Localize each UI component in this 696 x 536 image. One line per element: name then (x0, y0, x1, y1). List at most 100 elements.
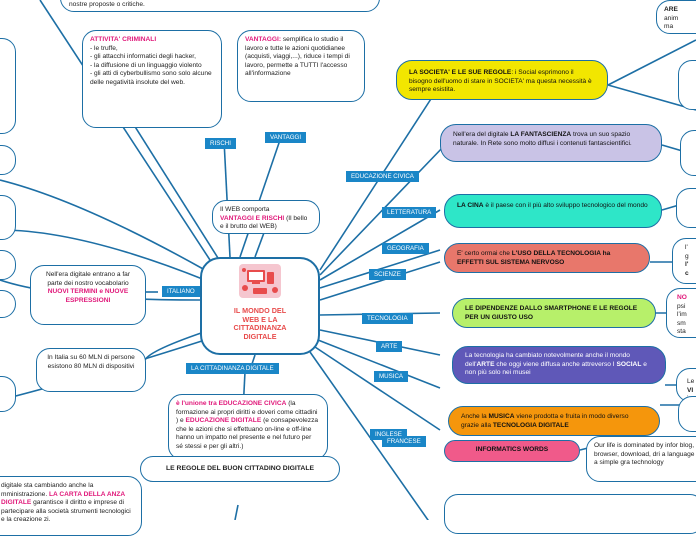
label-letteratura[interactable]: LETTERATURA (382, 207, 437, 219)
musica-text-1: Anche la (461, 413, 489, 420)
francese-cut-node[interactable] (444, 494, 696, 534)
musica-text-4: TECNOLOGIA DIGITALE (492, 421, 569, 429)
right-cut-text-3: ma (664, 23, 674, 31)
digital-devices-icon (239, 264, 281, 298)
cittadinanza-text-2: (la formazione ai propri diritti e dover… (176, 400, 318, 425)
label-italiano[interactable]: ITALIANO (162, 286, 200, 298)
scienze-effetti-node[interactable]: E' certo ormai che L'USO DELLA TECNOLOGI… (444, 243, 650, 273)
right-cut-text-10: l'im (677, 311, 687, 319)
central-topic-title: IL MONDO DEL WEB E LA CITTADINANZA DIGIT… (202, 306, 318, 342)
societa-text-1: LA SOCIETA' E LE SUE REGOLE (409, 69, 512, 76)
right-cut-box-6[interactable]: NO psi l'im sm sta (666, 288, 696, 338)
right-cut-text-1: ARE (664, 6, 678, 13)
right-cut-text-14: VI (687, 386, 694, 394)
smartphone-node[interactable]: LE DIPENDENZE DALLO SMARTPHONE E LE REGO… (452, 298, 656, 328)
label-rischi[interactable]: RISCHI (205, 138, 236, 150)
label-vantaggi[interactable]: VANTAGGI (265, 132, 307, 144)
arte-node[interactable]: La tecnologia ha cambiato notevolmente a… (452, 346, 666, 384)
web-comporta-text-3: (Il bello e il brutto del WEB) (220, 214, 308, 231)
fantascienza-text-3: trova un suo spazio naturale. In Rete so… (453, 131, 632, 147)
right-cut-text-6: l' (685, 261, 689, 269)
right-cut-box-4[interactable] (676, 188, 696, 228)
informatics-description-node[interactable]: Our life is dominated by infor blog, bro… (586, 436, 696, 482)
musica-text-3: viene prodotta e fruita in modo diverso … (461, 413, 629, 429)
cittadinanza-text-4: (e consapevolezza che le azioni che si e… (176, 417, 319, 450)
carta-text-1: digitale sta cambiando anche la mministr… (1, 482, 94, 498)
italiano-text-2: NUOVI TERMINI e NUOVE ESPRESSIONI (47, 288, 129, 304)
regole-cittadino-text: LE REGOLE DEL BUON CITTADINO DIGITALE (165, 465, 315, 472)
central-title-line-1: IL MONDO DEL (233, 306, 287, 315)
right-cut-text-5: g (685, 252, 689, 260)
label-cittadinanza-digitale[interactable]: LA CITTADINANZA DIGITALE (186, 363, 279, 375)
fantascienza-text-1: Nell'era del digitale (453, 131, 511, 138)
informatics-words-node[interactable]: INFORMATICS WORDS (444, 440, 580, 462)
musica-text-2: MUSICA (488, 413, 515, 420)
societa-text-2: : i Social esprimono il bisogno dell'uom… (409, 69, 592, 94)
top-cut-node[interactable]: nostre proposte o critiche. (60, 0, 380, 12)
central-title-line-4: DIGITALE (243, 331, 277, 341)
arte-text-4: SOCIAL (616, 360, 642, 368)
smartphone-text: LE DIPENDENZE DALLO SMARTPHONE E LE REGO… (465, 305, 638, 321)
top-cut-text: nostre proposte o critiche. (69, 1, 145, 8)
label-scienze[interactable]: SCIENZE (369, 269, 406, 281)
carta-text-2: LA CARTA DELLA ANZA DIGITALE (1, 490, 125, 507)
central-topic[interactable]: IL MONDO DEL WEB E LA CITTADINANZA DIGIT… (200, 257, 320, 355)
arte-text-1: La tecnologia ha cambiato notevolmente a… (465, 352, 630, 368)
fantascienza-node[interactable]: Nell'era del digitale LA FANTASCIENZA tr… (440, 124, 662, 162)
right-cut-text-7: c (685, 269, 689, 277)
carta-cittadinanza-node[interactable]: digitale sta cambiando anche la mministr… (0, 476, 142, 536)
central-title-line-3: CITTADINANZA (233, 323, 287, 333)
cina-text-2: è il paese con il più alto sviluppo tecn… (483, 202, 648, 209)
italiano-node[interactable]: Nell'era digitale entrano a far parte de… (30, 265, 146, 325)
label-educazione-civica[interactable]: EDUCAZIONE CIVICA (346, 171, 419, 183)
italiano-text-1: Nell'era digitale entrano a far parte de… (45, 271, 131, 287)
cittadinanza-text-1: è l'unione tra EDUCAZIONE CIVICA (176, 400, 287, 407)
musica-node[interactable]: Anche la MUSICA viene prodotta e fruita … (448, 406, 660, 436)
left-cut-box-1[interactable] (0, 38, 16, 134)
italia-dispositivi-text: In Italia su 60 MLN di persone esistono … (47, 354, 135, 370)
right-cut-text-11: sm (677, 319, 686, 327)
arte-text-5: e non più solo nei musei (465, 360, 647, 377)
web-comporta-node[interactable]: Il WEB comporta VANTAGGI E RISCHI (Il be… (212, 200, 320, 234)
label-arte[interactable]: ARTE (376, 341, 403, 353)
central-title-line-2: WEB E LA (242, 314, 278, 324)
societa-regole-node[interactable]: LA SOCIETA' E LE SUE REGOLE: i Social es… (396, 60, 608, 100)
right-cut-box-5[interactable]: l' g l' c (672, 238, 696, 284)
arte-text-2: ARTE (476, 360, 495, 368)
scienze-text-2: L'USO DELLA TECNOLOGIA ha EFFETTI SUL SI… (457, 250, 611, 266)
right-cut-box-2[interactable] (678, 60, 696, 110)
right-cut-box-8[interactable] (678, 396, 696, 432)
scienze-text-1: E' certo ormai che (457, 250, 512, 257)
cittadinanza-description-node[interactable]: è l'unione tra EDUCAZIONE CIVICA (la for… (168, 394, 328, 460)
attivita-criminali-text: - le truffe, - gli attacchi informatici … (90, 44, 212, 86)
label-tecnologia[interactable]: TECNOLOGIA (362, 313, 413, 325)
web-comporta-text-1: Il WEB comporta (220, 206, 270, 213)
informatics-description-text: Our life is dominated by infor blog, bro… (594, 442, 696, 467)
cina-text-1: LA CINA (457, 202, 484, 209)
informatics-words-text: INFORMATICS WORDS (475, 446, 549, 453)
right-cut-text-2: anim (664, 14, 679, 22)
italia-dispositivi-node[interactable]: In Italia su 60 MLN di persone esistono … (36, 348, 146, 392)
right-cut-box-1[interactable]: ARE anim ma (656, 0, 696, 34)
vantaggi-node[interactable]: VANTAGGI: semplifica lo studio il lavoro… (237, 30, 365, 102)
right-cut-box-3[interactable] (680, 130, 696, 176)
cittadinanza-text-3: EDUCAZIONE DIGITALE (185, 417, 262, 425)
label-geografia[interactable]: GEOGRAFIA (382, 243, 429, 255)
left-cut-box-3[interactable] (0, 195, 16, 240)
label-inglese[interactable]: INGLESE (370, 429, 407, 441)
vantaggi-text: semplifica lo studio il lavoro e tutte l… (245, 36, 350, 78)
right-cut-text-8: NO (677, 294, 687, 301)
attivita-criminali-title: ATTIVITA' CRIMINALI (90, 36, 157, 43)
label-francese[interactable]: FRANCESE (382, 436, 426, 448)
fantascienza-text-2: LA FANTASCIENZA (510, 131, 572, 138)
right-cut-text-13: Le (687, 378, 695, 385)
arte-text-3: che oggi viene diffusa anche attreverso … (494, 360, 617, 368)
regole-cittadino-node[interactable]: LE REGOLE DEL BUON CITTADINO DIGITALE (140, 456, 340, 482)
cina-node[interactable]: LA CINA è il paese con il più alto svilu… (444, 194, 662, 228)
attivita-criminali-node[interactable]: ATTIVITA' CRIMINALI - le truffe, - gli a… (82, 30, 222, 128)
label-musica[interactable]: MUSICA (374, 371, 409, 383)
right-cut-text-4: l' (685, 244, 688, 251)
web-comporta-text-2: VANTAGGI E RISCHI (220, 214, 285, 222)
right-cut-text-12: sta (677, 328, 686, 336)
vantaggi-title: VANTAGGI: (245, 36, 282, 43)
